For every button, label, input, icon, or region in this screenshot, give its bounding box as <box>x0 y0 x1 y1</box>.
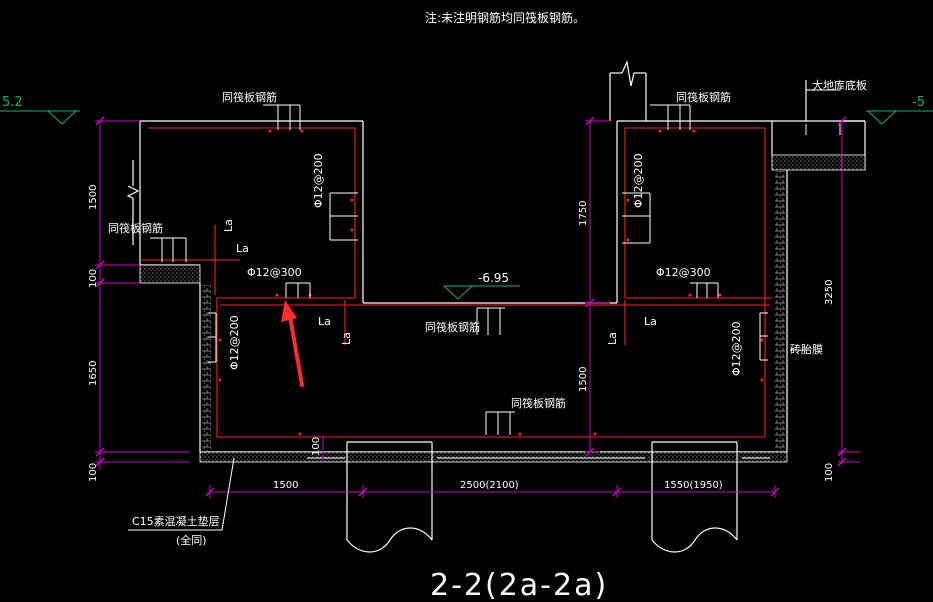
label-la-2: La <box>236 242 249 255</box>
dim-1650: 1650 <box>88 361 99 386</box>
dim-1500-mid: 1500 <box>578 367 589 392</box>
rebar-ticks <box>150 104 841 459</box>
label-la-6: La <box>644 315 657 328</box>
cushion-left-ledge <box>139 264 201 284</box>
label-cushion-1: C15素混凝土垫层 <box>132 514 220 528</box>
dimension-lines <box>95 120 860 498</box>
label-rebar-300-right: Φ12@300 <box>656 266 711 279</box>
concrete-outline <box>126 59 866 453</box>
label-rebar-200-right-lower: Φ12@200 <box>730 321 743 376</box>
label-la-5: La <box>606 332 619 345</box>
dim-1500-left: 1500 <box>88 185 99 210</box>
callout-arrow-icon <box>281 300 304 387</box>
elevation-left-label: 5.2 <box>2 95 23 110</box>
dim-bottom-1550: 1550(1950) <box>664 480 723 491</box>
elevation-marker-right: -5 <box>866 95 933 125</box>
note-text: 注:未注明钢筋均同筏板钢筋。 <box>425 10 585 25</box>
brick-wall-left <box>202 285 211 451</box>
label-la-3: La <box>318 315 331 328</box>
label-raft-rebar-center: 同筏板钢筋 <box>425 320 480 334</box>
dim-1750: 1750 <box>578 201 589 226</box>
label-rebar-200-left-upper: Φ12@200 <box>312 153 325 208</box>
cushion-right-top <box>771 154 866 171</box>
dim-bottom-2500: 2500(2100) <box>460 480 519 491</box>
dim-3250: 3250 <box>824 280 835 305</box>
elevation-right-label: -5 <box>912 95 925 110</box>
pile-left <box>346 441 433 553</box>
dimension-ticks <box>95 116 847 497</box>
elevation-mid-label: -6.95 <box>478 271 509 285</box>
dim-100-b: 100 <box>88 463 99 482</box>
dim-100-a: 100 <box>88 269 99 288</box>
label-raft-rebar-bottom: 同筏板钢筋 <box>511 396 566 410</box>
rebar-dots <box>218 129 764 436</box>
elevation-marker-mid: -6.95 <box>443 271 520 300</box>
dim-100-right: 100 <box>824 463 835 482</box>
elevation-marker-left: 5.2 <box>0 95 80 125</box>
rebar-lines <box>140 127 772 438</box>
label-cushion-2: (全同) <box>176 533 207 547</box>
label-rebar-200-right-upper: Φ12@200 <box>632 153 645 208</box>
label-la-4: La <box>340 332 353 345</box>
pile-right <box>651 441 738 553</box>
section-title: 2-2(2a-2a) <box>430 568 608 602</box>
dim-bottom-1500: 1500 <box>273 480 298 491</box>
label-raft-rebar-top-left: 同筏板钢筋 <box>222 90 277 104</box>
leader-lines <box>128 80 840 531</box>
dim-100-small: 100 <box>311 437 322 456</box>
label-brick-molding: 砖胎膜 <box>790 342 823 356</box>
cushion-bottom <box>199 451 788 463</box>
label-rebar-300-left: Φ12@300 <box>247 266 302 279</box>
brick-wall-right <box>775 170 785 451</box>
label-rebar-200-left-lower: Φ12@200 <box>228 315 241 370</box>
label-raft-rebar-top-right: 同筏板钢筋 <box>676 90 731 104</box>
label-raft-rebar-left: 同筏板钢筋 <box>108 221 163 235</box>
label-la-1: La <box>222 219 235 232</box>
label-basement-floor: 大地库底板 <box>812 78 867 92</box>
